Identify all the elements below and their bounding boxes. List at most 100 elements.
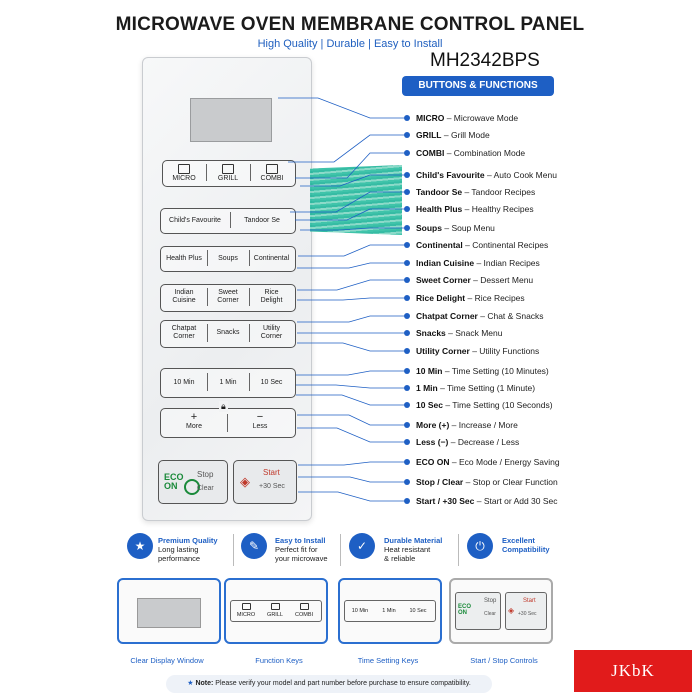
callout-dot <box>404 242 410 248</box>
callout-dot <box>404 459 410 465</box>
grill-icon <box>222 164 234 174</box>
rice-delight-key[interactable]: Rice Delight <box>260 289 283 304</box>
auto-menu-group-1 <box>160 208 296 234</box>
tandoor-se-key[interactable]: Tandoor Se <box>244 217 280 224</box>
continental-key[interactable]: Continental <box>253 255 290 262</box>
function-name: More (+) <box>416 420 450 430</box>
callout-line <box>295 152 404 179</box>
micro-icon <box>241 603 251 610</box>
one-min-key: 1 Min <box>382 608 396 614</box>
ten-min-key[interactable]: 10 Min <box>173 379 195 386</box>
utility-corner-key[interactable]: Utility Corner <box>260 325 283 340</box>
function-label: Child's Favourite – Auto Cook Menu <box>416 170 557 180</box>
callout-dot <box>404 422 410 428</box>
start-arrow-icon: ◈ <box>508 606 515 615</box>
function-name: Continental <box>416 240 463 250</box>
function-name: Snacks <box>416 328 446 338</box>
eco-text: ECO <box>164 472 184 482</box>
callout-dot <box>404 368 410 374</box>
one-min-key[interactable]: 1 Min <box>219 379 237 386</box>
auto-menu-group-4 <box>160 320 296 348</box>
function-desc: Combination Mode <box>453 148 526 158</box>
auto-menu-group-3 <box>160 284 296 312</box>
feature-line: performance <box>158 554 201 563</box>
function-desc: Dessert Menu <box>480 275 534 285</box>
sweet-corner-key[interactable]: Sweet Corner <box>217 289 239 304</box>
callout-dot <box>404 172 410 178</box>
feature-title: Durable Material <box>384 536 443 545</box>
feature-line: Heat resistant <box>384 545 431 554</box>
ten-sec-key: 10 Sec <box>409 608 427 614</box>
dash: – <box>441 130 451 140</box>
micro-key: MICRO <box>232 603 260 619</box>
callout-line <box>297 297 404 301</box>
feature-line: & reliable <box>384 554 416 563</box>
divider <box>233 534 234 566</box>
dash: – <box>441 223 452 233</box>
function-desc: Tandoor Recipes <box>471 187 536 197</box>
key-label: COMBI <box>294 612 314 618</box>
micro-icon <box>178 164 190 174</box>
thumb-time-keys: 10 Min 1 Min 10 Sec <box>338 578 442 644</box>
eco-stop-key <box>455 592 501 630</box>
function-desc: Rice Recipes <box>474 293 525 303</box>
callout-dot <box>404 150 410 156</box>
function-label: Snacks – Snack Menu <box>416 328 502 338</box>
function-desc: Auto Cook Menu <box>493 170 557 180</box>
function-label: MICRO – Microwave Mode <box>416 113 518 123</box>
callout-line <box>296 370 404 376</box>
less-key[interactable]: −Less <box>228 412 292 431</box>
function-label: Continental – Continental Recipes <box>416 240 548 250</box>
start-key[interactable] <box>233 460 297 504</box>
ten-min-key: 10 Min <box>351 608 369 614</box>
function-label: Chatpat Corner – Chat & Snacks <box>416 311 544 321</box>
chatpat-corner-key[interactable]: Chatpat Corner <box>171 325 197 340</box>
thumb-display <box>117 578 221 644</box>
more-key-label: More <box>186 423 202 430</box>
dash: – <box>469 346 480 356</box>
micro-key[interactable]: MICRO <box>165 164 203 183</box>
function-label: More (+) – Increase / More <box>416 420 518 430</box>
callout-line <box>297 342 404 352</box>
start-label: Start <box>523 598 536 604</box>
callout-line <box>278 97 404 119</box>
function-name: Child's Favourite <box>416 170 485 180</box>
snacks-key[interactable]: Snacks <box>216 329 240 336</box>
function-label: Stop / Clear – Stop or Clear Function <box>416 477 558 487</box>
function-name: Stop / Clear <box>416 477 464 487</box>
divider <box>249 250 250 266</box>
feature-title: Excellent <box>502 536 535 545</box>
function-desc: Continental Recipes <box>472 240 549 250</box>
function-desc: Time Setting (10 Seconds) <box>452 400 553 410</box>
function-label: Tandoor Se – Tandoor Recipes <box>416 187 535 197</box>
more-key[interactable]: +More <box>162 412 226 431</box>
display-window <box>190 98 272 142</box>
soups-key[interactable]: Soups <box>218 255 238 262</box>
dash: – <box>470 275 481 285</box>
grill-key: GRILL <box>261 603 289 619</box>
stop-label: Stop <box>197 470 214 479</box>
health-plus-key[interactable]: Health Plus <box>166 255 202 262</box>
function-desc: Stop or Clear Function <box>472 477 558 487</box>
buttons-functions-banner: BUTTONS & FUNCTIONS <box>402 76 554 96</box>
callout-dot <box>404 260 410 266</box>
wrench-icon: ✎ <box>241 533 267 559</box>
model-number: MH2342BPS <box>430 50 540 71</box>
function-desc: Microwave Mode <box>453 113 519 123</box>
thumb-caption: Function Keys <box>255 656 303 665</box>
indian-cuisine-key[interactable]: Indian Cuisine <box>172 289 196 304</box>
childs-favourite-key[interactable]: Child's Favourite <box>169 217 221 224</box>
grill-key[interactable]: GRILL <box>209 164 247 183</box>
function-desc: Increase / More <box>458 420 518 430</box>
function-desc: Eco Mode / Energy Saving <box>458 457 560 467</box>
brand-logo: JKbK <box>574 650 692 692</box>
micro-key-label: MICRO <box>172 175 196 182</box>
combi-key[interactable]: COMBI <box>253 164 291 183</box>
function-name: Sweet Corner <box>416 275 471 285</box>
function-label: Indian Cuisine – Indian Recipes <box>416 258 540 268</box>
ten-sec-key[interactable]: 10 Sec <box>260 379 283 386</box>
callout-line <box>297 262 404 269</box>
function-label: GRILL – Grill Mode <box>416 130 490 140</box>
callout-line <box>298 476 404 483</box>
